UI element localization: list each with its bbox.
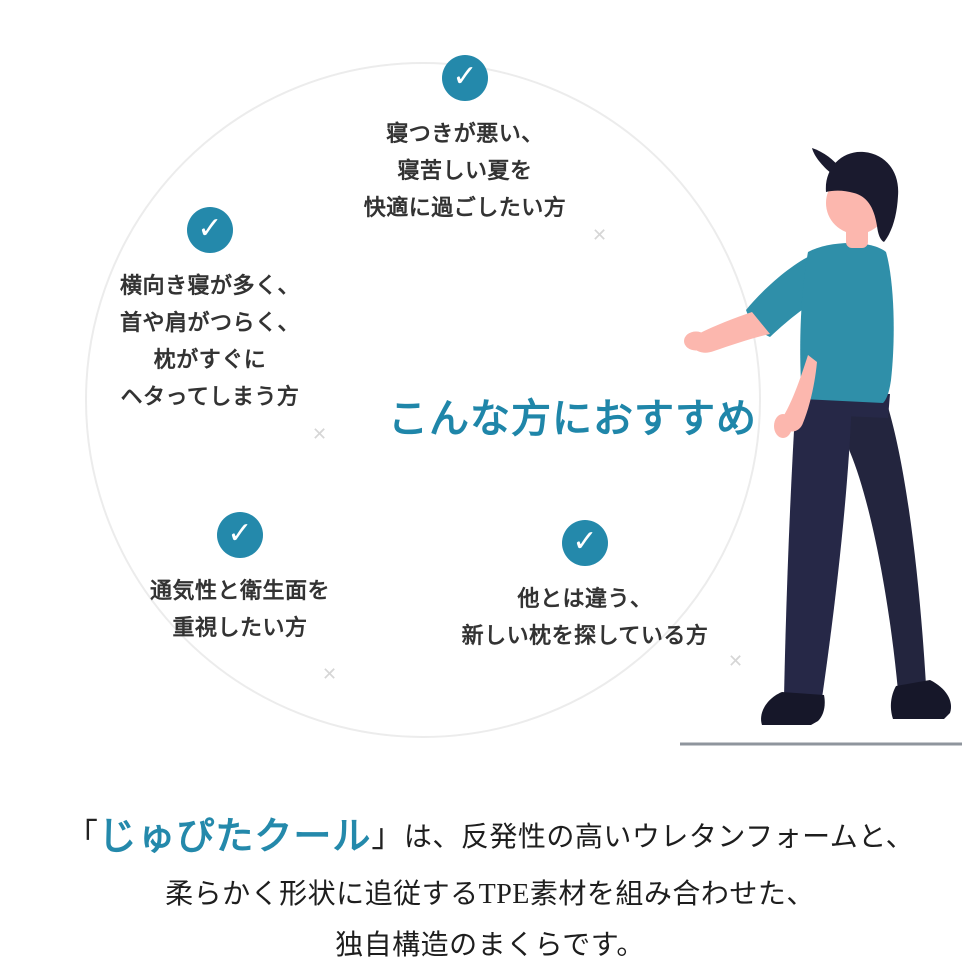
benefit-item-new-pillow: ✓ 他とは違う、 新しい枕を探している方 bbox=[445, 520, 725, 654]
benefit-item-sleep-quality: ✓ 寝つきが悪い、 寝苦しい夏を 快適に過ごしたい方 bbox=[335, 55, 595, 226]
benefit-text-line: 寝苦しい夏を bbox=[397, 158, 533, 183]
cross-icon: ✕ bbox=[322, 664, 338, 684]
benefit-text: 横向き寝が多く、 首や肩がつらく、 枕がすぐに ヘタってしまう方 bbox=[120, 267, 300, 415]
product-description: 「じゅぴたクール」は、反発性の高いウレタンフォームと、 柔らかく形状に追従するT… bbox=[0, 800, 980, 976]
benefit-text: 通気性と衛生面を 重視したい方 bbox=[150, 572, 330, 646]
benefit-text: 他とは違う、 新しい枕を探している方 bbox=[462, 580, 709, 654]
benefit-text-line: 快適に過ごしたい方 bbox=[363, 195, 567, 220]
benefit-text-line: 重視したい方 bbox=[172, 615, 308, 640]
check-icon: ✓ bbox=[187, 207, 233, 253]
person-illustration bbox=[680, 148, 962, 746]
benefit-item-side-sleeping: ✓ 横向き寝が多く、 首や肩がつらく、 枕がすぐに ヘタってしまう方 bbox=[75, 207, 345, 415]
cross-icon: ✕ bbox=[592, 225, 608, 245]
product-name: じゅぴたクール bbox=[98, 816, 372, 858]
description-line-3: 独自構造のまくらです。 bbox=[335, 929, 645, 961]
check-glyph: ✓ bbox=[572, 525, 598, 558]
check-glyph: ✓ bbox=[227, 517, 253, 550]
check-icon: ✓ bbox=[442, 55, 488, 101]
cross-icon: ✕ bbox=[728, 651, 744, 671]
quote-close: 」 bbox=[371, 817, 404, 853]
check-glyph: ✓ bbox=[197, 212, 223, 245]
page-title: こんな方におすすめ bbox=[388, 397, 757, 441]
check-icon: ✓ bbox=[562, 520, 608, 566]
benefit-text: 寝つきが悪い、 寝苦しい夏を 快適に過ごしたい方 bbox=[364, 115, 567, 226]
benefit-text-line: 横向き寝が多く、 bbox=[119, 273, 300, 298]
cross-icon: ✕ bbox=[312, 424, 328, 444]
benefit-text-line: 寝つきが悪い、 bbox=[386, 121, 544, 146]
benefit-text-line: 他とは違う、 bbox=[517, 586, 653, 611]
description-line-1: 「じゅぴたクール」は、反発性の高いウレタンフォームと、 bbox=[0, 810, 980, 865]
quote-open: 「 bbox=[65, 817, 99, 853]
benefit-text-line: 枕がすぐに bbox=[153, 347, 267, 372]
benefit-text-line: 通気性と衛生面を bbox=[149, 578, 330, 603]
benefit-text-line: ヘタってしまう方 bbox=[120, 384, 300, 409]
benefit-item-breathability: ✓ 通気性と衛生面を 重視したい方 bbox=[120, 512, 360, 646]
description-text: は、反発性の高いウレタンフォームと、 bbox=[403, 822, 915, 853]
background-circle bbox=[85, 62, 761, 738]
check-glyph: ✓ bbox=[452, 60, 478, 93]
benefit-text-line: 新しい枕を探している方 bbox=[461, 623, 709, 648]
benefit-text-line: 首や肩がつらく、 bbox=[119, 310, 300, 335]
check-icon: ✓ bbox=[217, 512, 263, 558]
description-line-2: 柔らかく形状に追従するTPE素材を組み合わせた、 bbox=[165, 879, 815, 911]
